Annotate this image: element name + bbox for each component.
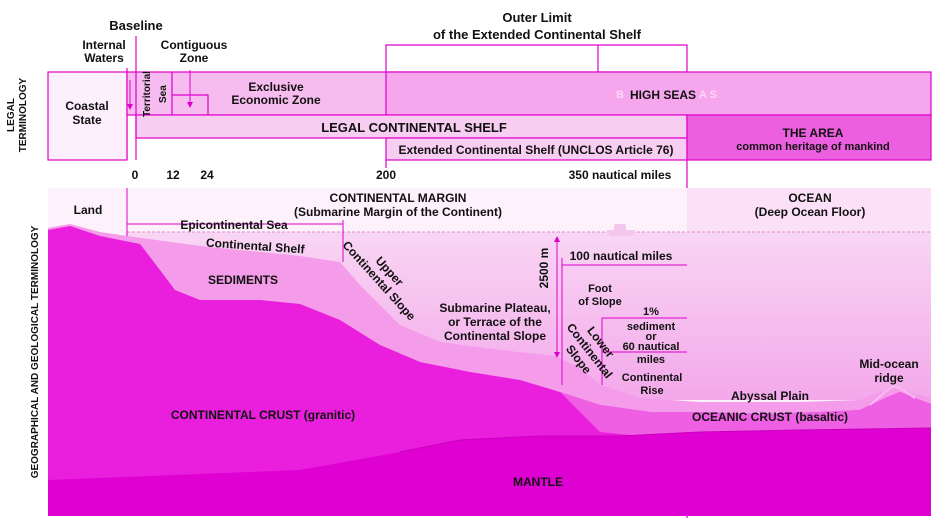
or-label: or <box>646 331 658 343</box>
baseline-label: Baseline <box>109 18 162 33</box>
geo-side-label: GEOGRAPHICAL AND GEOLOGICAL TERMINOLOGY <box>30 225 41 478</box>
mantle <box>48 428 931 516</box>
geo-side-label-text: GEOGRAPHICAL AND GEOLOGICAL TERMINOLOGY <box>30 225 41 478</box>
extended-shelf-label: Extended Continental Shelf (UNCLOS Artic… <box>399 143 674 157</box>
oceanic-crust <box>560 392 931 438</box>
high-seas-label: HIGH SEAS <box>630 88 696 102</box>
cross-section: Land CONTINENTAL MARGIN (Submarine Margi… <box>48 188 932 516</box>
rise-label-1: Continental <box>622 372 683 384</box>
outer-limit-label-2: of the Extended Continental Shelf <box>433 27 642 42</box>
continental-shelf-label: Continental Shelf <box>206 236 306 257</box>
oceanic-crust-label: OCEANIC CRUST (basaltic) <box>692 410 848 424</box>
plateau-label-2: or Terrace of the <box>448 315 542 329</box>
high-seas-box <box>385 71 932 116</box>
territorial-sea-label-2: Sea <box>158 85 169 103</box>
plateau-label-1: Submarine Plateau, <box>439 301 550 315</box>
legal-side-label-line2: TERMINOLOGY <box>18 77 29 152</box>
abyssal-plain-label: Abyssal Plain <box>731 389 809 403</box>
high-seas-fragment-b: B <box>616 89 624 101</box>
continental-margin-label-2: (Submarine Margin of the Continent) <box>294 205 502 219</box>
ocean-label-2: (Deep Ocean Floor) <box>755 205 866 219</box>
hundred-nm-label: 100 nautical miles <box>570 249 673 263</box>
mantle-label: MANTLE <box>513 475 563 489</box>
epicontinental-sea-label: Epicontinental Sea <box>180 218 288 232</box>
continental-margin-label-1: CONTINENTAL MARGIN <box>330 191 467 205</box>
sea-label: Sea <box>158 85 169 103</box>
plateau-label-3: Continental Slope <box>444 329 546 343</box>
foot-of-slope-label-2: of Slope <box>578 296 621 308</box>
territorial-sea-label: Territorial <box>142 71 153 117</box>
miles-label: miles <box>637 354 665 366</box>
coastal-state-label-2: State <box>72 113 102 127</box>
continental-crust-label: CONTINENTAL CRUST (granitic) <box>171 408 355 422</box>
sediments-label: SEDIMENTS <box>208 273 278 287</box>
the-area-box <box>686 114 932 161</box>
ridge-label-1: Mid-ocean <box>859 357 918 371</box>
scale-24: 24 <box>200 168 214 182</box>
sixty-nm-label: 60 nautical <box>623 341 680 353</box>
high-seas-fragment-as: A S <box>699 89 717 101</box>
the-area-label-1: THE AREA <box>783 126 844 140</box>
rise-label-2: Rise <box>640 385 663 397</box>
territorial-sea-label-1: Territorial <box>142 71 153 117</box>
outer-limit-label-1: Outer Limit <box>502 10 572 25</box>
one-percent-label: 1% <box>643 306 659 318</box>
internal-waters-label-1: Internal <box>82 38 125 52</box>
contiguous-zone-label-2: Zone <box>180 51 209 65</box>
ocean-header-bg <box>687 188 931 234</box>
land-label: Land <box>74 203 103 217</box>
depth-label: 2500 m <box>537 248 551 289</box>
eez-label-2: Economic Zone <box>231 93 321 107</box>
scale-12: 12 <box>166 168 180 182</box>
depth-label-text: 2500 m <box>537 248 551 289</box>
ridge-label-2: ridge <box>874 371 904 385</box>
foot-of-slope-label-1: Foot <box>588 283 612 295</box>
legal-band: Coastal State Territorial Sea Exclusive … <box>47 70 932 161</box>
legal-side-label: LEGAL TERMINOLOGY <box>6 77 29 152</box>
ship-icon <box>606 224 636 236</box>
coastal-state-label-1: Coastal <box>65 99 108 113</box>
legal-shelf-label: LEGAL CONTINENTAL SHELF <box>321 120 507 135</box>
legal-side-label-line1: LEGAL <box>6 98 17 132</box>
scale-0: 0 <box>132 168 139 182</box>
scale-200: 200 <box>376 168 396 182</box>
internal-waters-label-2: Waters <box>84 51 124 65</box>
scale-350: 350 nautical miles <box>569 168 672 182</box>
coastal-state-box <box>47 71 128 161</box>
the-area-label-2: common heritage of mankind <box>736 141 889 153</box>
sediment-label: sediment <box>627 321 676 333</box>
contiguous-zone-label-1: Contiguous <box>161 38 228 52</box>
ocean-label-1: OCEAN <box>788 191 831 205</box>
eez-label-1: Exclusive <box>248 80 304 94</box>
